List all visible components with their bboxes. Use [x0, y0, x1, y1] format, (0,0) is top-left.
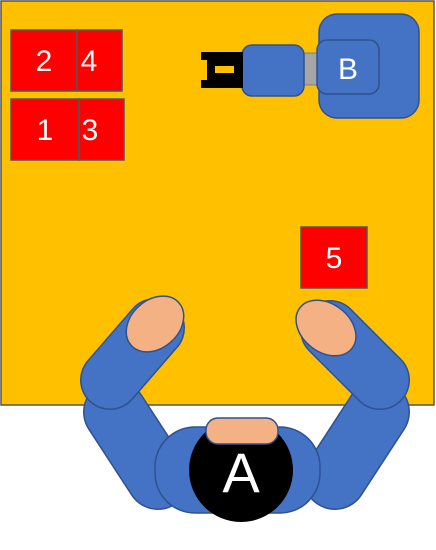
block-5 [300, 226, 368, 289]
person-label: A [222, 441, 260, 504]
block-2 [10, 29, 78, 92]
robot-forearm [241, 44, 305, 97]
robot-arm: B [201, 13, 420, 119]
block-2-label: 2 [36, 45, 53, 78]
robot-label: B [338, 53, 358, 86]
person-right-hand [295, 299, 357, 357]
person-left-hand [125, 295, 185, 353]
robot-shoulder [316, 39, 380, 95]
block-1-label: 1 [37, 114, 54, 147]
block-4-label: 4 [81, 45, 98, 78]
person-left-arm [80, 298, 190, 510]
block-3-label: 3 [82, 114, 99, 147]
person-neck [205, 417, 279, 445]
block-1 [10, 98, 80, 161]
block-3 [78, 98, 125, 161]
block-4 [76, 29, 123, 92]
gripper-icon [201, 52, 243, 88]
block-5-label: 5 [326, 242, 343, 275]
